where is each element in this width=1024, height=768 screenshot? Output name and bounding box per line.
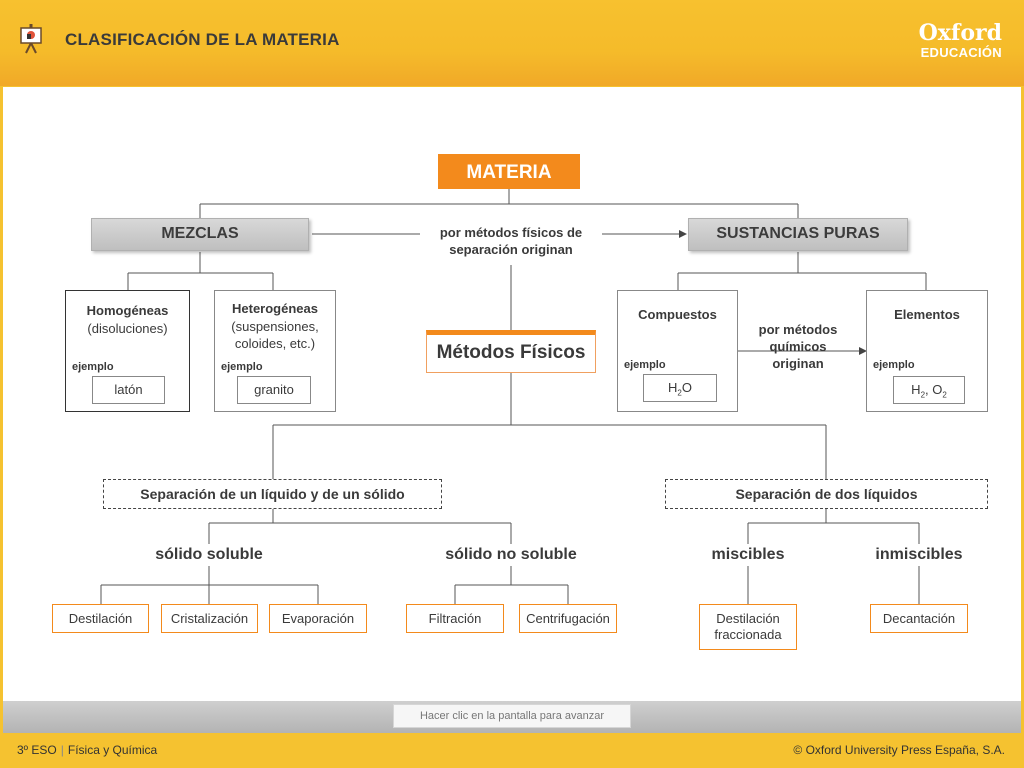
advance-button[interactable]: Hacer clic en la pantalla para avanzar [393, 704, 631, 728]
metodos-fisicos-box: Métodos Físicos [426, 330, 596, 373]
mezclas-box: MEZCLAS [91, 218, 309, 251]
separacion-liquido-solido-box: Separación de un líquido y de un sólido [103, 479, 442, 509]
example-laton: latón [92, 376, 165, 404]
el-o-sub: 2 [942, 390, 947, 400]
oxford-logo: Oxford EDUCACIÓN [919, 22, 1002, 59]
course-label: 3º ESO [17, 743, 57, 757]
header-bar: CLASIFICACIÓN DE LA MATERIA Oxford EDUCA… [0, 0, 1024, 86]
brand-sub: EDUCACIÓN [920, 45, 1002, 60]
solido-soluble-label: sólido soluble [155, 546, 263, 563]
method-cristalizacion: Cristalización [161, 604, 258, 633]
example-h2o: H2O [643, 374, 717, 402]
ejemplo-label: ejemplo [873, 359, 915, 371]
compuestos-box: Compuestos ejemplo H2O [617, 290, 738, 412]
footer-course: 3º ESO|Física y Química [17, 743, 158, 757]
page-title: CLASIFICACIÓN DE LA MATERIA [65, 30, 340, 49]
homogeneas-box: Homogéneas (disoluciones) ejemplo latón [65, 290, 190, 412]
elementos-title: Elementos [894, 307, 960, 322]
compuestos-title: Compuestos [638, 307, 717, 322]
subject-label: Física y Química [67, 743, 158, 757]
method-filtracion: Filtración [406, 604, 504, 633]
chemical-methods-caption: por métodos químicos originan [758, 322, 838, 371]
ejemplo-label: ejemplo [72, 361, 114, 373]
method-decantacion: Decantación [870, 604, 968, 633]
method-evaporacion: Evaporación [269, 604, 367, 633]
ejemplo-label: ejemplo [221, 361, 263, 373]
materia-box: MATERIA [438, 154, 580, 189]
separacion-dos-liquidos-box: Separación de dos líquidos [665, 479, 988, 509]
h2o-h: H [668, 380, 678, 395]
h2o-sub: 2 [677, 388, 682, 398]
ejemplo-label: ejemplo [624, 359, 666, 371]
el-h: H [911, 382, 921, 397]
physical-methods-caption: por métodos físicos de separación origin… [439, 225, 583, 257]
homogeneas-sub: (disoluciones) [87, 321, 168, 336]
miscibles-label: miscibles [711, 546, 785, 563]
sustancias-puras-box: SUSTANCIAS PURAS [688, 218, 908, 251]
presentation-icon [20, 24, 42, 54]
method-destilacion-fraccionada: Destilación fraccionada [699, 604, 797, 650]
copyright: © Oxford University Press España, S.A. [793, 743, 1005, 757]
heterogeneas-box: Heterogéneas (suspensiones, coloides, et… [214, 290, 336, 412]
example-h2-o2: H2, O2 [893, 376, 965, 404]
solido-no-soluble-label: sólido no soluble [445, 546, 577, 563]
brand-name: Oxford [918, 20, 1002, 46]
inmiscibles-label: inmiscibles [875, 546, 963, 563]
method-centrifugacion: Centrifugación [519, 604, 617, 633]
h2o-o: O [681, 380, 692, 395]
heterogeneas-title: Heterogéneas [232, 301, 318, 316]
el-comma-o: , O [925, 382, 943, 397]
homogeneas-title: Homogéneas [86, 303, 169, 318]
example-granito: granito [237, 376, 311, 404]
heterogeneas-sub: (suspensiones, coloides, etc.) [231, 319, 319, 351]
elementos-box: Elementos ejemplo H2, O2 [866, 290, 988, 412]
method-destilacion: Destilación [52, 604, 149, 633]
el-h-sub: 2 [920, 390, 926, 400]
